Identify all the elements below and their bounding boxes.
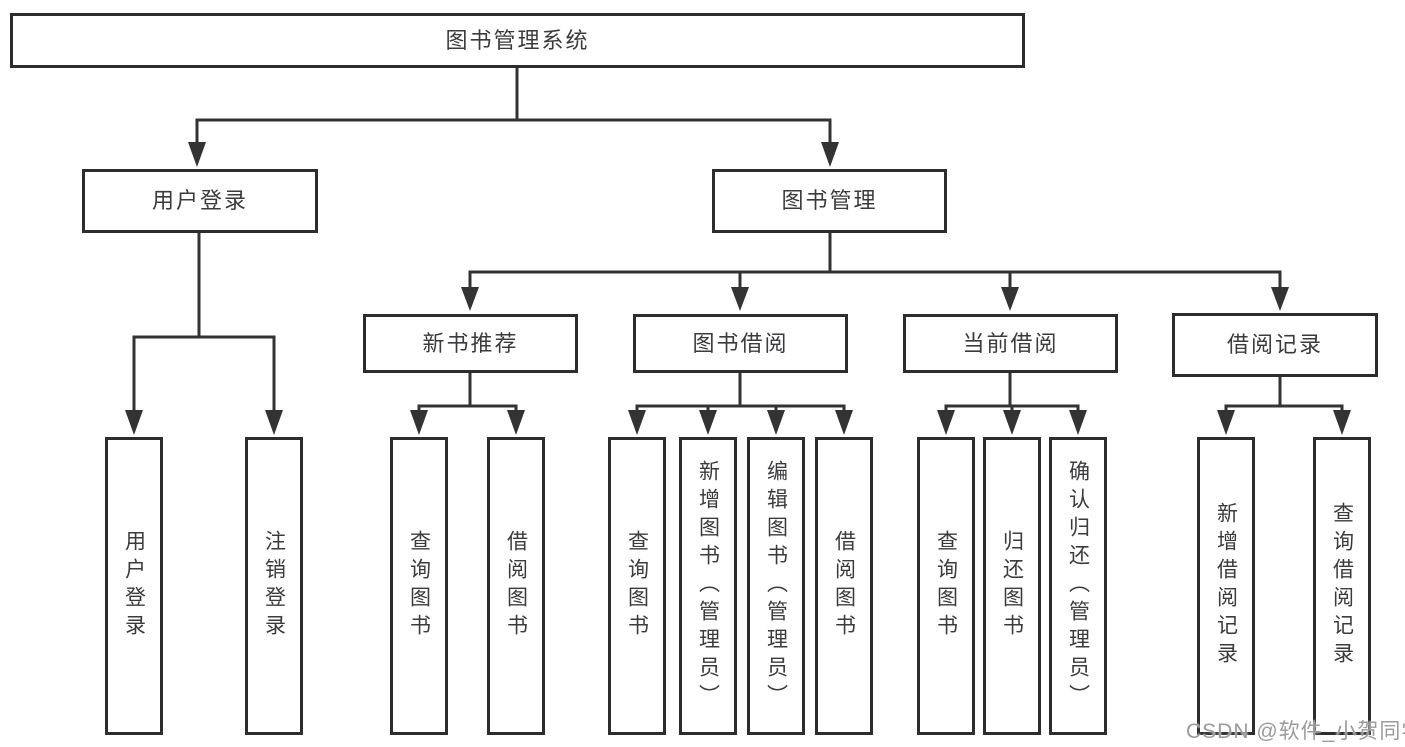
node-borrow-records: 借阅记录	[1172, 313, 1378, 377]
node-new-book-rec: 新书推荐	[363, 314, 578, 373]
leaf-borrow-edit-admin: 编辑图书（管理员）	[747, 437, 805, 735]
node-book-mgmt: 图书管理	[712, 169, 947, 233]
leaf-user-login: 用户登录	[105, 437, 163, 735]
node-root: 图书管理系统	[10, 13, 1025, 68]
leaf-logout: 注销登录	[245, 437, 303, 735]
node-book-borrow: 图书借阅	[633, 314, 848, 373]
leaf-current-confirm-admin: 确认归还（管理员）	[1049, 437, 1107, 735]
watermark: CSDN @软件_小贺同学	[1186, 720, 1405, 743]
leaf-newbook-query: 查询图书	[390, 437, 448, 735]
leaf-record-add: 新增借阅记录	[1197, 437, 1255, 735]
leaf-current-query: 查询图书	[917, 437, 975, 735]
leaf-borrow-borrow: 借阅图书	[815, 437, 873, 735]
leaf-newbook-borrow: 借阅图书	[487, 437, 545, 735]
leaf-record-query: 查询借阅记录	[1313, 437, 1371, 735]
leaf-borrow-query: 查询图书	[608, 437, 666, 735]
leaf-current-return: 归还图书	[983, 437, 1041, 735]
leaf-borrow-add-admin: 新增图书（管理员）	[679, 437, 737, 735]
node-current-borrow: 当前借阅	[903, 314, 1118, 373]
node-user-login: 用户登录	[82, 169, 318, 233]
